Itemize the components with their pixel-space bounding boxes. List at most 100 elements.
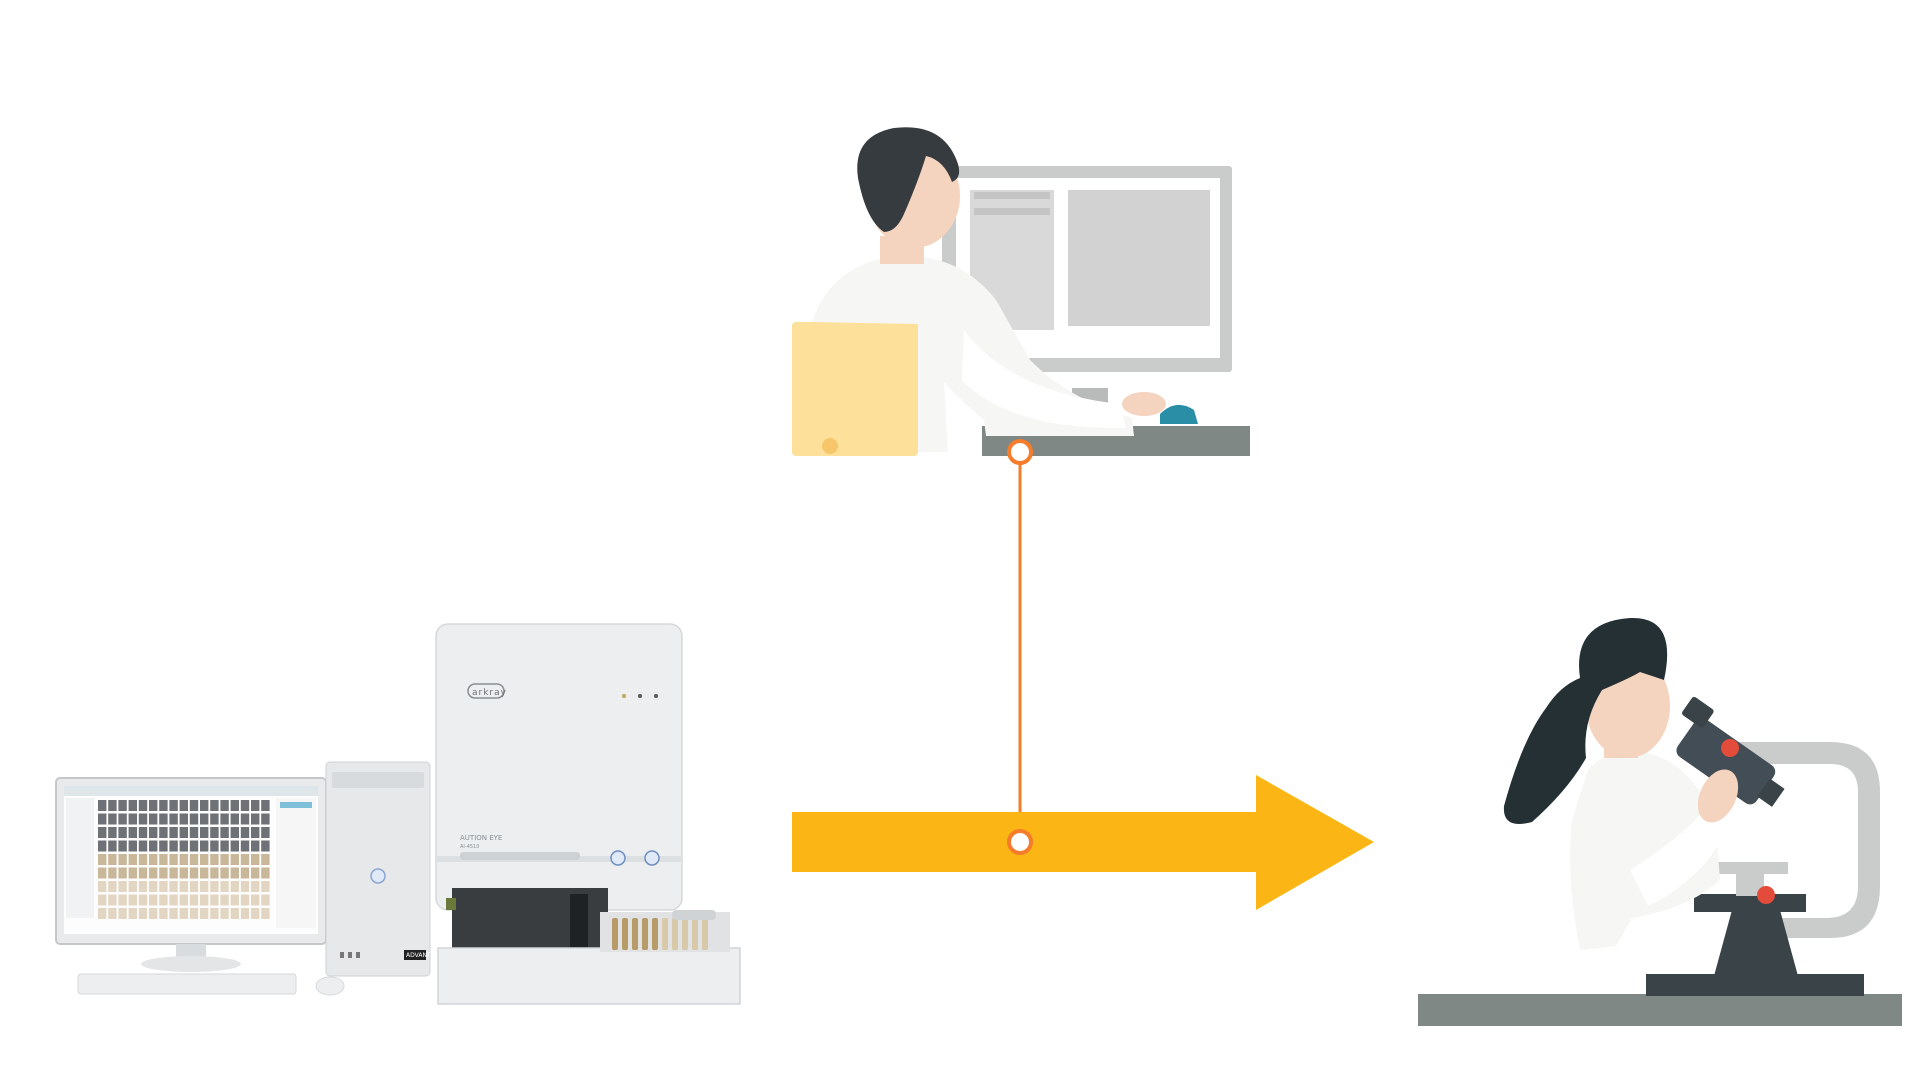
screen-thumbnail <box>169 827 178 838</box>
screen-thumbnail <box>169 894 178 906</box>
screen-thumbnail <box>138 881 148 892</box>
analyzer-screen-thumbnails <box>98 800 270 919</box>
screen-thumbnail <box>210 894 219 906</box>
screen-thumbnail <box>189 800 199 811</box>
screen-thumbnail <box>138 827 148 838</box>
screen-thumbnail <box>251 827 260 838</box>
screen-thumbnail <box>169 881 178 892</box>
screen-thumbnail <box>240 908 250 919</box>
analyzer-start-button[interactable] <box>610 850 626 866</box>
screen-thumbnail <box>108 881 117 892</box>
screen-thumbnail <box>179 827 188 838</box>
pc-mouse <box>315 976 345 996</box>
screen-thumbnail <box>189 881 199 892</box>
screen-thumbnail <box>230 827 239 838</box>
model-name: AUTION EYE <box>460 834 502 842</box>
screen-thumbnail <box>179 800 188 811</box>
arrow-head <box>1256 775 1374 910</box>
microscope-stage <box>1694 894 1806 912</box>
screen-thumbnail <box>220 908 229 919</box>
screen-thumbnail <box>189 908 199 919</box>
screen-thumbnail <box>128 800 137 811</box>
screen-thumbnail <box>149 813 158 825</box>
screen-thumbnail <box>138 813 148 825</box>
screen-thumbnail <box>138 854 148 865</box>
screen-thumbnail <box>149 894 158 906</box>
screen-thumbnail <box>149 800 158 811</box>
microscope-base <box>1646 974 1864 996</box>
screen-thumbnail <box>200 800 209 811</box>
screen-thumbnail <box>149 854 158 865</box>
lab-bench <box>1418 994 1902 1026</box>
screen-thumbnail <box>189 827 199 838</box>
screen-thumbnail <box>179 881 188 892</box>
screen-thumbnail <box>98 800 107 811</box>
screen-thumbnail <box>159 813 168 825</box>
screen-thumbnail <box>220 840 229 852</box>
screen-thumbnail <box>118 894 127 906</box>
sample-tube <box>642 918 648 950</box>
screen-thumbnail <box>128 813 137 825</box>
screen-thumbnail <box>128 881 137 892</box>
screen-thumbnail <box>200 908 209 919</box>
screen-thumbnail <box>240 867 250 879</box>
screen-thumbnail <box>98 867 107 879</box>
screen-thumbnail <box>149 881 158 892</box>
screen-thumbnail <box>138 908 148 919</box>
screen-thumbnail <box>138 840 148 852</box>
screen-thumbnail <box>108 894 117 906</box>
screen-thumbnail <box>261 840 270 852</box>
screen-thumbnail <box>240 800 250 811</box>
screen-thumbnail <box>98 827 107 838</box>
sample-rack-tray <box>437 910 741 1005</box>
screen-thumbnail <box>128 840 137 852</box>
sample-tube <box>662 918 668 950</box>
screen-thumbnail <box>108 867 117 879</box>
screen-thumbnail <box>138 867 148 879</box>
screen-thumbnail <box>159 908 168 919</box>
screen-thumbnail <box>200 840 209 852</box>
screen-thumbnail <box>169 800 178 811</box>
technician-lab-coat <box>1570 751 1720 950</box>
screen-thumbnail <box>118 813 127 825</box>
workflow-arrow <box>792 775 1374 910</box>
screen-thumbnail <box>98 908 107 919</box>
sample-tube <box>702 918 708 950</box>
sample-tube <box>622 918 628 950</box>
microscope-light-dot <box>1721 739 1739 757</box>
sample-tube <box>652 918 658 950</box>
screen-thumbnail <box>230 813 239 825</box>
screen-thumbnail <box>251 867 260 879</box>
analyzer-pc-monitor <box>55 777 327 972</box>
screen-thumbnail <box>261 867 270 879</box>
screen-thumbnail <box>261 800 270 811</box>
screen-thumbnail <box>149 908 158 919</box>
screen-thumbnail <box>118 854 127 865</box>
screen-thumbnail <box>189 854 199 865</box>
screen-thumbnail <box>189 894 199 906</box>
screen-thumbnail <box>240 813 250 825</box>
screen-thumbnail <box>230 881 239 892</box>
screen-thumbnail <box>118 800 127 811</box>
screen-thumbnail <box>220 894 229 906</box>
screen-thumbnail <box>179 894 188 906</box>
screen-thumbnail <box>240 840 250 852</box>
screen-thumbnail <box>149 867 158 879</box>
screen-thumbnail <box>251 854 260 865</box>
screen-thumbnail <box>118 827 127 838</box>
screen-thumbnail <box>169 867 178 879</box>
screen-thumbnail <box>261 827 270 838</box>
screen-thumbnail <box>189 813 199 825</box>
screen-thumbnail <box>128 854 137 865</box>
screen-thumbnail <box>220 813 229 825</box>
screen-thumbnail <box>200 813 209 825</box>
screen-thumbnail <box>230 840 239 852</box>
screen-thumbnail <box>169 840 178 852</box>
microscope-head <box>1676 696 1785 807</box>
screen-thumbnail <box>98 881 107 892</box>
connector-node-bottom <box>1007 829 1033 855</box>
screen-thumbnail <box>200 881 209 892</box>
analyzer-stop-button[interactable] <box>644 850 660 866</box>
screen-thumbnail <box>179 854 188 865</box>
